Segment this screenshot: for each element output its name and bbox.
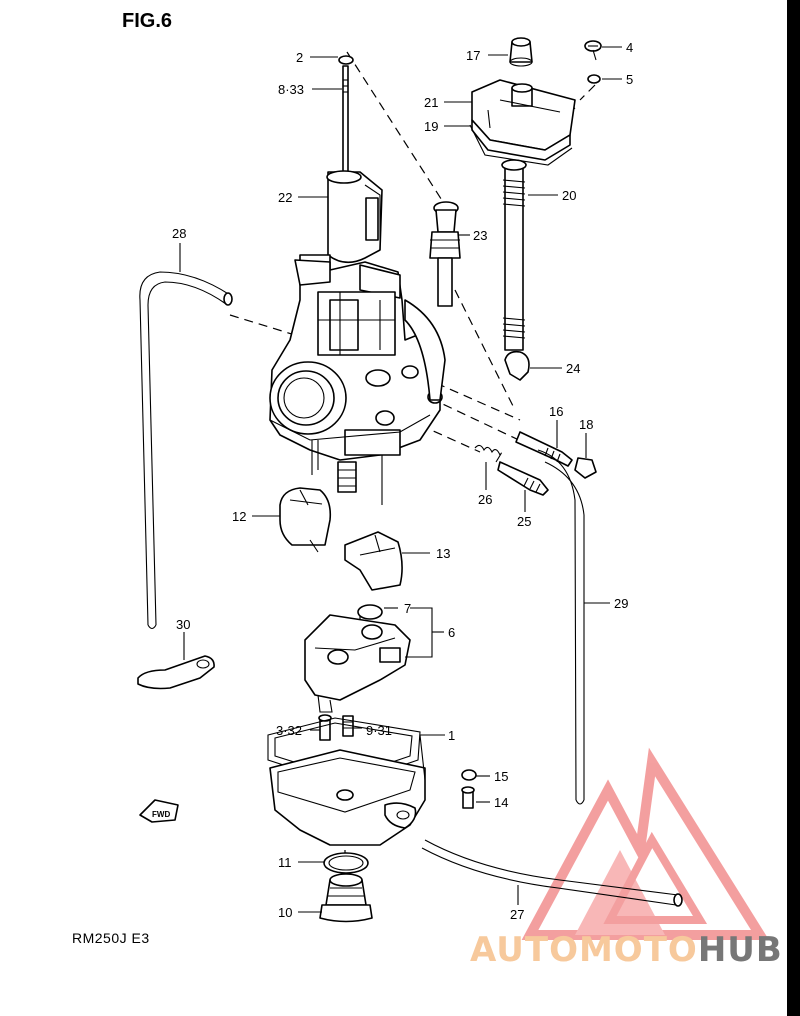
part-28-vent-hose [139,271,233,630]
watermark-brand-part2: HUB [697,930,783,970]
part-20-throttle-cable [501,159,527,351]
part-4-screw [584,40,602,61]
callout-29: 29 [614,596,628,611]
callout-14: 14 [494,795,508,810]
callout-10: 10 [278,905,292,920]
callout-23: 23 [473,228,487,243]
callout-22: 22 [278,190,292,205]
part-29-vent-hose [537,449,585,805]
callout-7: 7 [404,601,411,616]
callout-3-32: 3·32 [276,723,302,738]
carburetor-body [269,254,446,505]
part-21-top-cover [471,79,576,161]
page-edge-border [787,0,800,1016]
part-25-air-screw [497,461,549,496]
callout-17: 17 [466,48,480,63]
part-6-float [304,614,411,713]
callout-2: 2 [296,50,303,65]
callout-16: 16 [549,404,563,419]
part-16-adjust-screw [515,431,573,467]
part-14-screw [461,786,475,809]
figure-title: FIG.6 [122,10,173,32]
callout-8-33: 8·33 [278,82,304,97]
callout-18: 18 [579,417,593,432]
part-2-clip [338,55,354,65]
callout-30: 30 [176,617,190,632]
callout-28: 28 [172,226,186,241]
callout-labels: 2 8·33 17 4 5 21 19 22 20 23 28 24 16 18… [172,40,633,922]
fwd-label: FWD [152,810,170,819]
callout-20: 20 [562,188,576,203]
callout-1: 1 [448,728,455,743]
leader-lines [179,46,622,913]
part-23-plunger [429,201,461,307]
callout-27: 27 [510,907,524,922]
part-13-cover [344,531,403,591]
part-3-main-jet [318,714,332,741]
callout-15: 15 [494,769,508,784]
part-22-throttle-valve [326,170,383,264]
part-7-o-ring [357,604,383,620]
assembly-dashed-lines [229,51,596,870]
callout-21: 21 [424,95,438,110]
callout-11: 11 [278,855,292,870]
callout-4: 4 [626,40,633,55]
float-bowl [269,749,426,846]
part-30-clamp [137,655,215,690]
callout-25: 25 [517,514,531,529]
callout-5: 5 [626,72,633,87]
part-11-o-ring [323,852,369,874]
part-8-jet-needle [342,65,349,182]
watermark-logo [521,747,770,940]
watermark-brand: AUTOMOTOHUB [470,930,783,970]
callout-24: 24 [566,361,580,376]
fwd-direction-marker: FWD [139,799,179,823]
part-10-drain-plug [319,873,373,923]
callout-26: 26 [478,492,492,507]
watermark-brand-part1: AUTOMOTO [470,930,698,970]
callout-19: 19 [424,119,438,134]
part-5-washer [587,74,601,84]
part-18-nut [574,457,597,479]
part-17-cap [509,37,533,67]
part-27-overflow-hose [421,839,683,907]
part-15-nut [461,769,477,781]
part-24-clip [504,350,555,381]
callout-13: 13 [436,546,450,561]
part-12-cover [279,487,332,553]
part-26-spring [474,444,502,463]
model-code: RM250J E3 [72,930,150,946]
callout-9-31: 9·31 [366,723,392,738]
callout-6: 6 [448,625,455,640]
callout-12: 12 [232,509,246,524]
part-1-gasket [267,717,421,786]
